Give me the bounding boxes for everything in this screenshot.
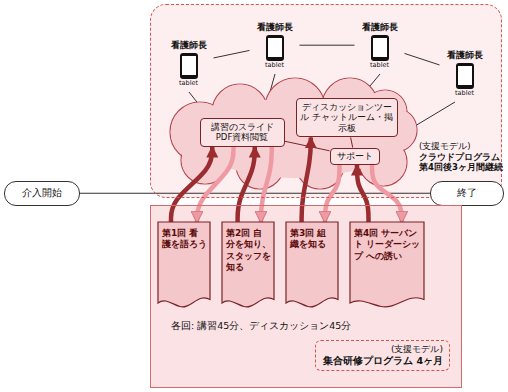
flow-arrow	[302, 137, 311, 222]
program-label-box: (支援モデル)集合研修プログラム 4ヶ月	[315, 340, 450, 371]
device-label: tablet	[440, 90, 490, 97]
session-document: 第2回 自分を知り、スタッフを知る	[222, 222, 274, 310]
device-label: tablet	[250, 62, 300, 69]
node-text: 講習のスライド PDF資料閲覧	[204, 122, 281, 143]
link-line	[300, 45, 355, 46]
training-program-region: 各回: 講習45分、ディスカッション45分 第1回 看護を語ろう第2回 自分を知り…	[150, 205, 462, 388]
role-label: 看護師長	[250, 22, 300, 33]
session-document: 第1回 看護を語ろう	[158, 222, 210, 310]
role-label: 看護師長	[164, 40, 214, 51]
flow-arrow	[171, 147, 212, 222]
node-text: 第3回 組織を知る	[290, 228, 335, 251]
role-label: 看護師長	[355, 22, 405, 33]
cloud	[170, 78, 417, 189]
start-terminal: 介入開始	[4, 181, 80, 206]
device-label: tablet	[355, 62, 405, 69]
flow-arrow	[357, 165, 369, 222]
node-text: 各回: 講習45分、ディスカッション45分	[171, 320, 451, 332]
link-line	[405, 53, 440, 65]
node-text: 第4回 サーバント リーダーシップ への誘い	[354, 228, 421, 262]
node-text: (支援モデル)	[419, 141, 503, 152]
link-line	[214, 50, 250, 58]
discussion-box: ディスカッションツール チャットルーム・掲示板	[296, 98, 398, 138]
node-text: ディスカッションツール チャットルーム・掲示板	[300, 102, 394, 134]
tablet-icon	[455, 62, 475, 90]
node-text: 第1回 看護を語ろう	[162, 228, 207, 251]
role-label: 看護師長	[440, 50, 490, 61]
slides-box: 講習のスライド PDF資料閲覧	[200, 118, 285, 147]
node-text: 終了	[435, 187, 499, 200]
tablet-device: 看護師長 tablet	[250, 22, 300, 69]
flow-arrow	[372, 165, 402, 222]
node-text: (支援モデル)	[322, 344, 443, 355]
flow-arrow	[197, 147, 234, 222]
support-box: サポート	[330, 148, 380, 165]
link-line	[80, 193, 430, 194]
tablet-device: 看護師長 tablet	[164, 40, 214, 87]
end-terminal: 終了	[430, 181, 504, 206]
tablet-device: 看護師長 tablet	[440, 50, 490, 97]
tablet-device: 看護師長 tablet	[355, 22, 405, 69]
node-text: 第2回 自分を知り、スタッフを知る	[226, 228, 271, 273]
node-text: サポート	[334, 151, 376, 162]
node-text: 介入開始	[9, 187, 75, 200]
cloud-program-region: (支援モデル)クラウドプログラム 第4回後3ヶ月間継続看護師長tablet看護師…	[150, 4, 502, 198]
session-document: 第3回 組織を知る	[286, 222, 338, 310]
flow-arrow	[261, 147, 272, 222]
session-document: 第4回 サーバント リーダーシップ への誘い	[350, 222, 424, 310]
link-line	[285, 141, 330, 151]
tablet-icon	[265, 34, 285, 62]
node-text: クラウドプログラム 第4回後3ヶ月間継続	[419, 152, 503, 173]
tablet-icon	[370, 34, 390, 62]
region-fill	[150, 4, 502, 198]
tablet-icon	[179, 52, 199, 80]
device-label: tablet	[164, 80, 214, 87]
node-text: 集合研修プログラム 4ヶ月	[322, 355, 443, 367]
flow-arrow	[238, 147, 255, 222]
flow-arrow	[325, 165, 340, 222]
region-fill	[150, 205, 462, 388]
link-line	[351, 137, 353, 147]
